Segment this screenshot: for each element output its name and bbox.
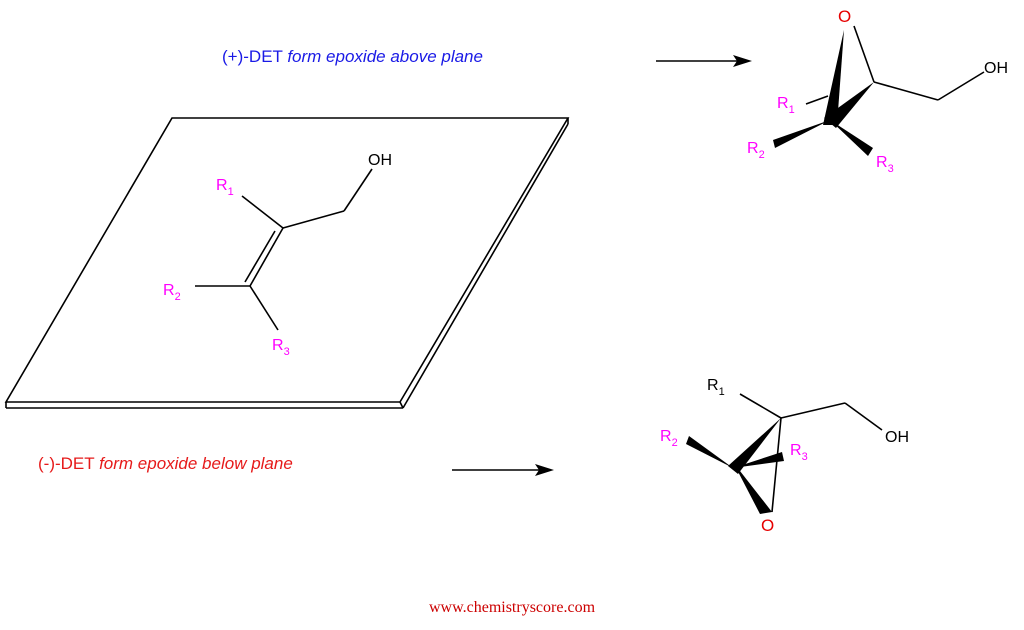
epoxide-product-top: O OH R1 R2 R3 bbox=[747, 7, 1008, 175]
epoxide-bottom-wedge-co bbox=[733, 462, 772, 514]
epoxide-bottom-oh-label: OH bbox=[885, 429, 909, 446]
epoxide-product-bottom: O OH R1 R2 R3 bbox=[660, 377, 909, 535]
epoxide-bottom-wedge-r3 bbox=[733, 452, 784, 468]
epoxide-top-wedge-co bbox=[823, 30, 844, 125]
epoxide-top-r1-label: R1 bbox=[777, 95, 795, 116]
plus-det-text: form epoxide above plane bbox=[287, 47, 483, 66]
epoxide-top-oh-label: OH bbox=[984, 60, 1008, 77]
epoxide-bottom-r3-label: R3 bbox=[790, 442, 808, 463]
plus-det-prefix: (+)-DET bbox=[222, 47, 288, 66]
epoxide-top-r3-label: R3 bbox=[876, 154, 894, 175]
minus-det-text: form epoxide below plane bbox=[99, 454, 293, 473]
epoxide-top-wedge-r2 bbox=[773, 120, 830, 148]
epoxide-bottom-wedge-cc bbox=[728, 418, 781, 474]
epoxide-top-wedge-cc bbox=[824, 82, 874, 128]
epoxide-top-oxygen-label: O bbox=[838, 7, 851, 26]
substrate-r3-label: R3 bbox=[272, 337, 290, 358]
epoxide-top-wedge-r3 bbox=[830, 120, 873, 156]
minus-det-prefix: (-)-DET bbox=[38, 454, 100, 473]
substrate-oh-label: OH bbox=[368, 152, 392, 169]
substrate-r1-label: R1 bbox=[216, 177, 234, 198]
watermark-url: www.chemistryscore.com bbox=[428, 599, 596, 616]
arrow-to-bottom-product bbox=[452, 464, 554, 476]
reaction-plane bbox=[4, 117, 570, 409]
epoxide-bottom-wedge-r2 bbox=[686, 436, 733, 468]
epoxide-top-r2-label: R2 bbox=[747, 140, 765, 161]
arrow-to-top-product bbox=[656, 55, 752, 67]
substrate-r2-label: R2 bbox=[163, 282, 181, 303]
minus-det-caption: (-)-DET form epoxide below plane bbox=[38, 454, 293, 474]
allylic-alcohol-substrate: OH R1 R2 R3 bbox=[163, 152, 392, 358]
epoxide-bottom-r1-label: R1 bbox=[707, 377, 725, 398]
epoxide-bottom-oxygen-label: O bbox=[761, 516, 774, 535]
epoxide-bottom-r2-label: R2 bbox=[660, 428, 678, 449]
plus-det-caption: (+)-DET form epoxide above plane bbox=[222, 47, 483, 67]
